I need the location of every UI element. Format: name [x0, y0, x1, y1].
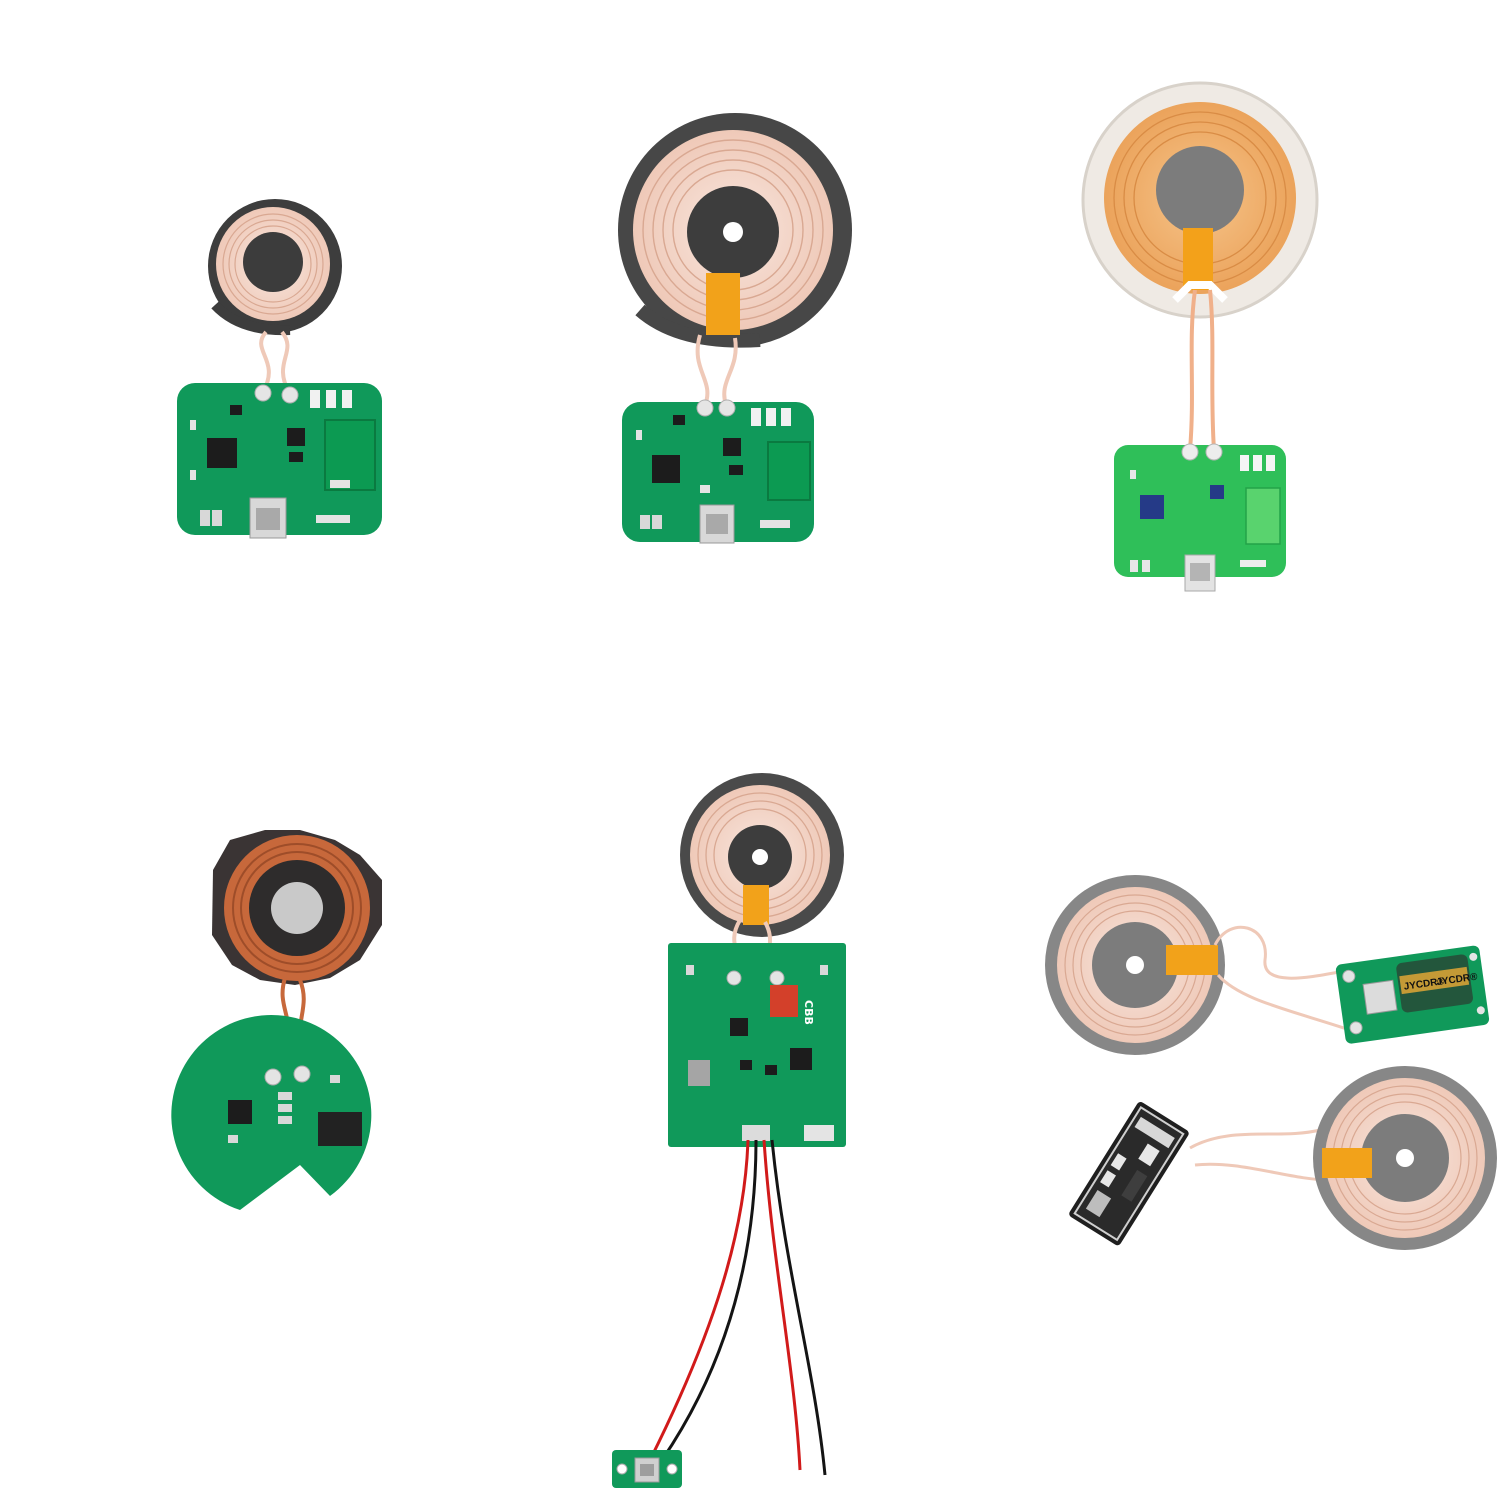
- module-1-coil: [208, 199, 342, 336]
- module-5-cable-bundle: [648, 1139, 827, 1476]
- module-5-cbb-capacitor-label: CBB: [802, 1000, 815, 1025]
- module-6a-coil-leads: [1213, 925, 1351, 980]
- module-4-round-pcb-receiver: GND VCC: [171, 830, 382, 1210]
- module-6a-coil-leads-2: [1216, 974, 1351, 1032]
- module-4-coil: [212, 830, 382, 985]
- module-6-receiver-set: JYCDR® JYCDR®: [1045, 875, 1497, 1250]
- module-4-vcc-silkscreen: VCC: [275, 1180, 286, 1202]
- module-6b-pcb: [1069, 1102, 1189, 1246]
- module-6-receiver-a: JYCDR® JYCDR®: [1045, 875, 1490, 1055]
- module-5-usb-breakout-board: [612, 1450, 682, 1488]
- module-6b-coil-leads-2: [1194, 1162, 1331, 1182]
- module-6a-pcb: JYCDR® JYCDR®: [1335, 945, 1490, 1044]
- module-6b-coil-leads: [1189, 1128, 1321, 1150]
- module-3-coil-leads: [1188, 289, 1216, 451]
- module-6b-coil: [1313, 1066, 1497, 1250]
- module-3-coil: [1081, 81, 1319, 319]
- module-5-coil: [680, 773, 844, 937]
- module-6a-coil: [1045, 875, 1225, 1055]
- module-5-square-pcb-with-cable: CBB: [612, 773, 846, 1488]
- module-1-small-coil-transmitter: [177, 199, 382, 539]
- module-4-gnd-silkscreen: GND: [297, 1180, 308, 1205]
- module-2-large-coil-transmitter: [618, 113, 852, 544]
- module-5-pcb: CBB: [668, 943, 846, 1147]
- module-2-pcb: [622, 399, 814, 544]
- module-3-pcb: [1114, 443, 1286, 592]
- module-2-coil-leads: [695, 334, 738, 406]
- module-3-orange-coil-transmitter: [1081, 81, 1319, 592]
- module-2-coil: [618, 113, 852, 348]
- module-6-receiver-b: [1069, 1066, 1497, 1250]
- module-1-pcb: [177, 383, 382, 539]
- module-4-pcb: GND VCC: [171, 1015, 372, 1210]
